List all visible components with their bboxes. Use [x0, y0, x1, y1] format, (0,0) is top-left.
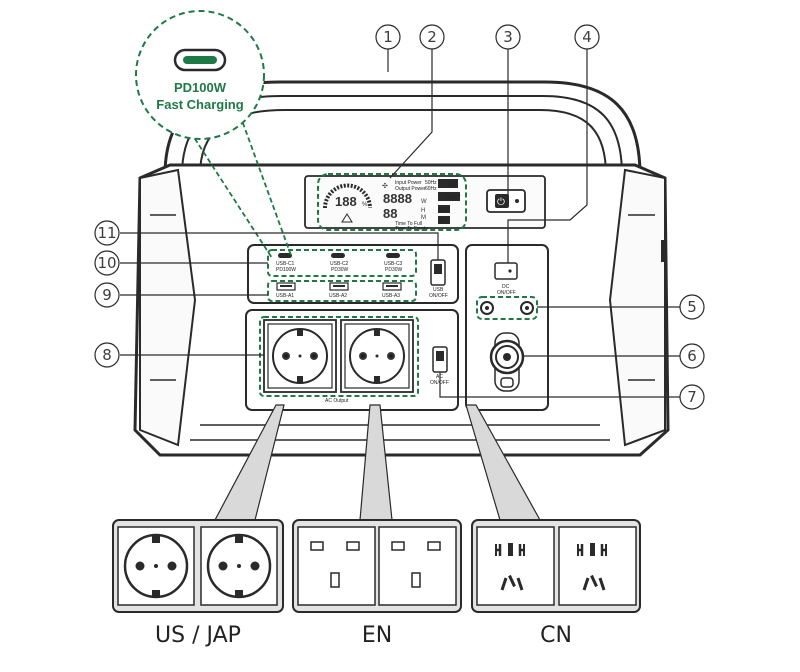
- ac-outlet-highlight: [259, 316, 419, 397]
- callout-5: 5: [679, 294, 705, 320]
- callout-7: 7: [679, 384, 705, 410]
- warning-icon: [341, 213, 353, 223]
- time-m-unit: M: [421, 215, 426, 221]
- usb-c3-port[interactable]: [386, 253, 400, 258]
- usb-a3-label: USB-A3: [382, 293, 400, 299]
- callout-10: 10: [94, 250, 120, 276]
- usb-switch-label: USB: [433, 287, 444, 293]
- hz60-label: 60Hz: [425, 186, 437, 192]
- battery-percent: 188: [335, 194, 357, 209]
- callout-11: 11: [94, 220, 120, 246]
- ac-panel: AC Output AC ON/OFF: [245, 309, 459, 411]
- callout-1: 1: [375, 24, 401, 50]
- callout-9: 9: [94, 282, 120, 308]
- usb-c1-watt: PD100W: [276, 267, 296, 273]
- region-label-us: US / JAP: [155, 623, 241, 648]
- us-outlet-2: [200, 526, 278, 606]
- ac-indicator-label: AC: [449, 182, 456, 188]
- watts-unit: W: [421, 199, 427, 205]
- dc-indicator-icon: [438, 216, 450, 224]
- usb-a2-label: USB-A2: [329, 293, 347, 299]
- svg-text:1: 1: [383, 28, 393, 46]
- en-variant: EN: [292, 519, 462, 648]
- usb-panel: USB-C1 PD100W USB-C2 PD30W USB-C3 PD30W …: [247, 244, 459, 304]
- usb-c2-watt: PD30W: [331, 267, 349, 273]
- time-empty-label: Time To Empty: [395, 226, 429, 232]
- lcd-display: 188 % ✣ Input Power Output Power 50Hz 60…: [304, 175, 546, 232]
- light-indicator-label: LIGHT: [446, 195, 461, 201]
- callout-2: 2: [419, 24, 445, 50]
- power-button[interactable]: ⏻: [486, 189, 526, 213]
- time-readout: 88: [383, 206, 397, 221]
- usb-a-highlight: [267, 280, 417, 302]
- usb-c1-port[interactable]: [278, 253, 292, 258]
- ac-outlet-2[interactable]: [340, 319, 414, 393]
- callout-3: 3: [495, 24, 521, 50]
- svg-text:7: 7: [687, 388, 697, 406]
- usb-c2-port[interactable]: [331, 253, 345, 258]
- fan-icon: ✣: [382, 182, 388, 190]
- input-power-label: Input Power: [395, 180, 422, 186]
- svg-text:5: 5: [687, 298, 697, 316]
- svg-text:6: 6: [687, 347, 697, 365]
- battery-percent-unit: %: [362, 202, 368, 208]
- usb-c3-watt: PD30W: [385, 267, 403, 273]
- usb-indicator-icon: [438, 205, 450, 213]
- projection-wedges: [214, 404, 542, 521]
- en-outlet-1: [297, 526, 376, 606]
- dc-port-highlight: [476, 296, 538, 320]
- us-jap-variant: US / JAP: [112, 519, 284, 648]
- light-indicator-icon: [438, 192, 460, 201]
- usb-switch-state: ON/OFF: [429, 293, 448, 299]
- zoom-line-1: PD100W: [174, 80, 227, 95]
- ac-indicator-icon: [438, 179, 458, 188]
- en-outlet-2: [378, 526, 457, 606]
- svg-text:8: 8: [102, 346, 112, 364]
- power-icon: ⏻: [497, 197, 505, 208]
- output-power-label: Output Power: [395, 186, 426, 192]
- dc-switch-label: DC: [502, 284, 510, 290]
- svg-text:11: 11: [97, 224, 116, 242]
- usb-c-highlight: [267, 249, 417, 277]
- callout-4: 4: [574, 24, 600, 50]
- usb-indicator-label: USB: [439, 207, 450, 213]
- svg-text:2: 2: [427, 28, 437, 46]
- usb-c1-label: USB-C1: [276, 261, 295, 267]
- region-label-cn: CN: [540, 623, 572, 648]
- cn-outlet-2: [558, 526, 637, 606]
- cn-variant: CN: [471, 519, 641, 648]
- cn-outlet-1: [476, 526, 555, 606]
- usb-c3-label: USB-C3: [384, 261, 403, 267]
- callout-leaders: [120, 49, 680, 398]
- time-full-label: Time To Full: [395, 221, 422, 227]
- us-outlet-1: [117, 526, 195, 606]
- callout-6: 6: [679, 343, 705, 369]
- time-h-unit: H: [421, 208, 425, 214]
- dc-power-button[interactable]: [494, 262, 518, 280]
- region-label-en: EN: [362, 623, 392, 648]
- usb-c2-label: USB-C2: [330, 261, 349, 267]
- dc-switch-state: ON/OFF: [497, 290, 516, 296]
- zoom-line-2: Fast Charging: [156, 97, 243, 112]
- ac-outlet-1[interactable]: [263, 319, 337, 393]
- dc-panel: DC ON/OFF: [465, 244, 549, 411]
- ac-output-label: AC Output: [325, 398, 349, 404]
- hz50-label: 50Hz: [425, 180, 437, 186]
- callout-8: 8: [94, 342, 120, 368]
- svg-text:3: 3: [503, 28, 513, 46]
- usb-c-zoom: PD100W Fast Charging: [135, 10, 293, 259]
- dc-indicator-label: DC: [440, 218, 448, 224]
- lcd-highlight: [317, 173, 467, 231]
- svg-text:9: 9: [102, 286, 112, 304]
- usb-a1-label: USB-A1: [276, 293, 294, 299]
- watts-readout: 8888: [383, 191, 412, 206]
- svg-text:10: 10: [97, 254, 116, 272]
- car-socket[interactable]: [489, 332, 525, 392]
- svg-text:4: 4: [582, 28, 592, 46]
